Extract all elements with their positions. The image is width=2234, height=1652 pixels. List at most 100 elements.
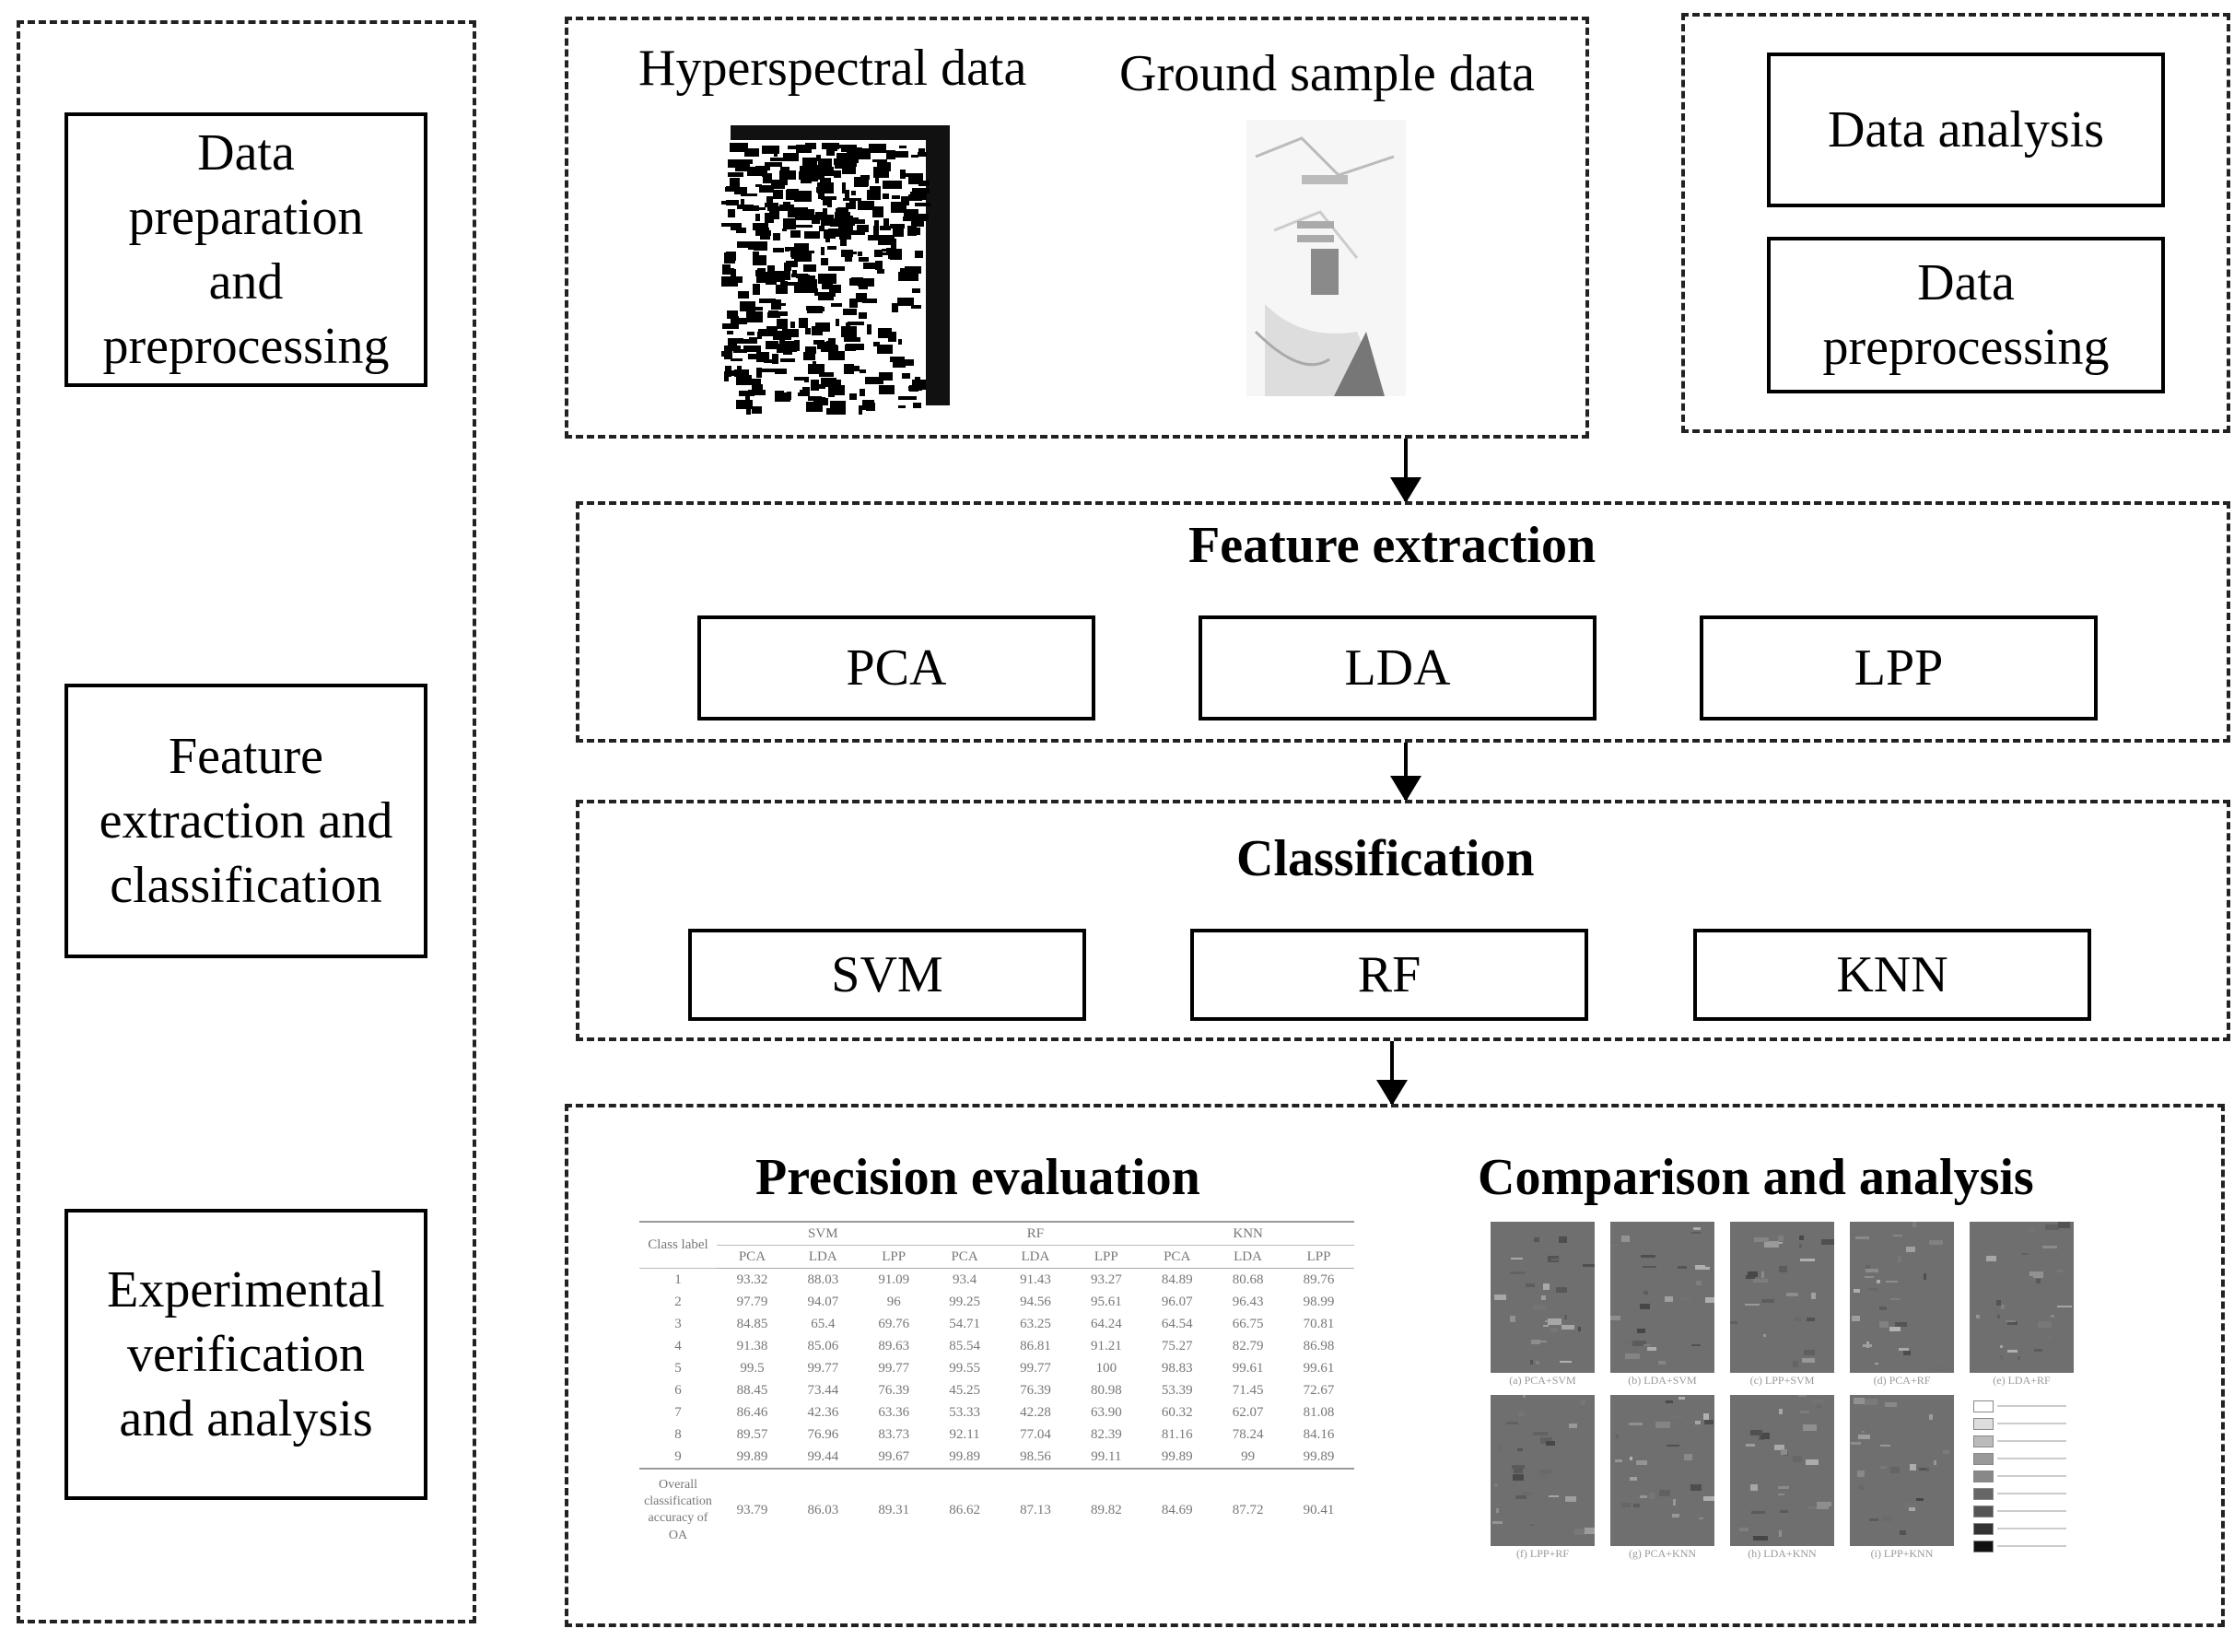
method-pca: PCA bbox=[697, 615, 1095, 721]
accuracy-cell: 99.11 bbox=[1070, 1446, 1142, 1470]
accuracy-cell: 85.06 bbox=[807, 1338, 839, 1353]
arrow-to-evaluation bbox=[1376, 1041, 1408, 1106]
analysis-section bbox=[1681, 13, 2230, 433]
arrow-to-feature-extraction bbox=[1390, 439, 1421, 503]
map-caption: (a) PCA+SVM bbox=[1491, 1373, 1595, 1388]
method-rf: RF bbox=[1190, 929, 1588, 1021]
method-lda: LDA bbox=[1199, 615, 1597, 721]
accuracy-cell: 42.28 bbox=[1020, 1404, 1051, 1420]
classification-map: (e) LDA+RF bbox=[1970, 1222, 2074, 1388]
accuracy-cell: 86.46 bbox=[736, 1404, 768, 1420]
map-texture bbox=[1852, 1222, 1947, 1371]
map-caption: (h) LDA+KNN bbox=[1730, 1546, 1834, 1561]
class-label-cell: 3 bbox=[674, 1316, 682, 1331]
accuracy-cell: 93.32 bbox=[717, 1268, 788, 1291]
accuracy-cell: 99.25 bbox=[949, 1294, 980, 1309]
ground-sample-label: Ground sample data bbox=[1119, 45, 1535, 102]
accuracy-cell: 80.98 bbox=[1090, 1382, 1122, 1398]
method-lpp: LPP bbox=[1700, 615, 2098, 721]
accuracy-cell: 88.03 bbox=[787, 1268, 859, 1291]
accuracy-cell: 83.73 bbox=[878, 1426, 910, 1442]
accuracy-cell: 99.61 bbox=[1232, 1360, 1264, 1376]
accuracy-cell: 60.32 bbox=[1161, 1404, 1193, 1420]
legend-text-line bbox=[1997, 1423, 2066, 1424]
accuracy-cell: 81.16 bbox=[1161, 1426, 1193, 1442]
data-preprocessing-box: Data preprocessing bbox=[1767, 237, 2165, 393]
accuracy-cell: 93.4 bbox=[929, 1268, 1000, 1291]
table-subhead: PCA bbox=[738, 1248, 766, 1264]
accuracy-cell: 64.54 bbox=[1161, 1316, 1193, 1331]
legend-swatch bbox=[1973, 1470, 1994, 1482]
table-subhead: PCA bbox=[1164, 1248, 1191, 1264]
accuracy-cell: 91.43 bbox=[1000, 1268, 1071, 1291]
map-caption: (i) LPP+KNN bbox=[1850, 1546, 1954, 1561]
feature-extraction-title: Feature extraction bbox=[1188, 517, 1597, 574]
legend-swatch bbox=[1973, 1541, 1994, 1552]
accuracy-cell: 45.25 bbox=[949, 1382, 980, 1398]
table-subhead: PCA bbox=[951, 1248, 978, 1264]
accuracy-cell: 99.5 bbox=[740, 1360, 765, 1376]
accuracy-cell: 89.63 bbox=[878, 1338, 910, 1353]
overall-accuracy-cell: 86.03 bbox=[787, 1468, 859, 1552]
map-texture bbox=[1610, 1227, 1714, 1365]
map-caption: (f) LPP+RF bbox=[1491, 1546, 1595, 1561]
legend-text-line bbox=[1997, 1510, 2066, 1512]
classification-map: (i) LPP+KNN bbox=[1850, 1395, 1954, 1561]
accuracy-cell: 99.44 bbox=[787, 1446, 859, 1470]
accuracy-cell: 84.85 bbox=[736, 1316, 768, 1331]
accuracy-cell: 86.81 bbox=[1020, 1338, 1051, 1353]
accuracy-cell: 82.79 bbox=[1232, 1338, 1264, 1353]
accuracy-cell: 76.39 bbox=[878, 1382, 910, 1398]
accuracy-cell: 91.21 bbox=[1090, 1338, 1122, 1353]
accuracy-cell: 82.39 bbox=[1090, 1426, 1122, 1442]
accuracy-cell: 99.89 bbox=[1283, 1446, 1354, 1470]
table-subhead: LDA bbox=[808, 1248, 837, 1264]
map-texture bbox=[1730, 1234, 1834, 1369]
accuracy-cell: 99.77 bbox=[1020, 1360, 1051, 1376]
accuracy-cell: 99.77 bbox=[878, 1360, 910, 1376]
accuracy-cell: 95.61 bbox=[1090, 1294, 1122, 1309]
map-texture bbox=[1851, 1398, 1949, 1535]
accuracy-cell: 84.16 bbox=[1303, 1426, 1335, 1442]
map-texture bbox=[1739, 1395, 1831, 1541]
map-texture bbox=[1976, 1222, 2072, 1360]
accuracy-cell: 53.33 bbox=[949, 1404, 980, 1420]
left-stage-column bbox=[17, 20, 476, 1623]
legend-text-line bbox=[1997, 1493, 2066, 1494]
accuracy-cell: 96.43 bbox=[1232, 1294, 1264, 1309]
accuracy-cell: 89.57 bbox=[736, 1426, 768, 1442]
accuracy-cell: 96.07 bbox=[1161, 1294, 1193, 1309]
classification-map: (a) PCA+SVM bbox=[1491, 1222, 1595, 1388]
accuracy-cell: 76.39 bbox=[1020, 1382, 1051, 1398]
map-caption: (c) LPP+SVM bbox=[1730, 1373, 1834, 1388]
accuracy-cell: 69.76 bbox=[878, 1316, 910, 1331]
classification-title: Classification bbox=[1236, 830, 1535, 887]
map-legend bbox=[1970, 1395, 2074, 1561]
legend-text-line bbox=[1997, 1440, 2066, 1442]
accuracy-cell: 99.89 bbox=[1141, 1446, 1213, 1470]
stage-data-preparation: Data preparation and preprocessing bbox=[64, 112, 427, 387]
legend-swatch bbox=[1973, 1506, 1994, 1517]
accuracy-cell: 84.89 bbox=[1141, 1268, 1213, 1291]
table-subhead: LDA bbox=[1234, 1248, 1262, 1264]
legend-text-line bbox=[1997, 1458, 2066, 1459]
evaluation-section bbox=[565, 1104, 2225, 1627]
accuracy-cell: 99.61 bbox=[1303, 1360, 1335, 1376]
accuracy-cell: 65.4 bbox=[811, 1316, 836, 1331]
method-svm: SVM bbox=[688, 929, 1086, 1021]
classification-map: (b) LDA+SVM bbox=[1610, 1222, 1714, 1388]
stage-experimental-verification: Experimental verification and analysis bbox=[64, 1209, 427, 1500]
table-group-rf: RF bbox=[929, 1221, 1142, 1246]
accuracy-cell: 91.09 bbox=[858, 1268, 930, 1291]
table-group-svm: SVM bbox=[717, 1221, 930, 1246]
comparison-analysis-title: Comparison and analysis bbox=[1478, 1149, 2034, 1206]
overall-label: Overall classification accuracy of OA bbox=[639, 1468, 717, 1552]
class-label-cell: 2 bbox=[674, 1294, 682, 1309]
accuracy-cell: 99.77 bbox=[807, 1360, 839, 1376]
class-label-cell: 8 bbox=[674, 1426, 682, 1442]
